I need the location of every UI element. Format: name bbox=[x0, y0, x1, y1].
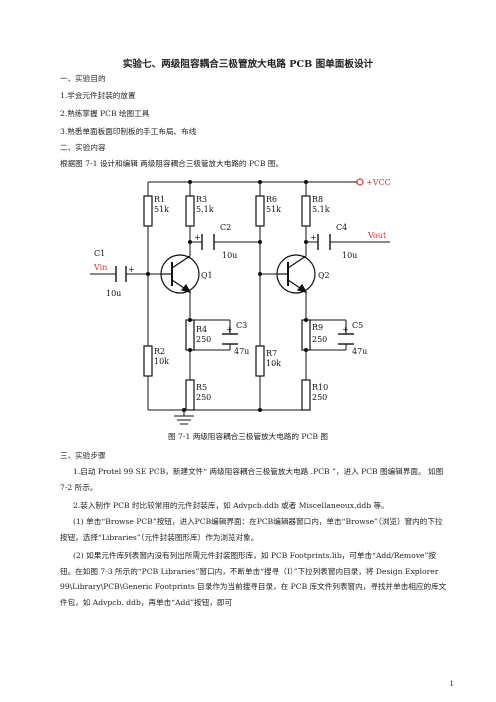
resistor-r10 bbox=[301, 379, 311, 411]
resistor-r6 bbox=[255, 195, 265, 227]
r5-value: 250 bbox=[196, 393, 211, 402]
c1-label: C1 bbox=[94, 249, 105, 258]
r8-value: 5.1k bbox=[312, 205, 330, 214]
r9-label: R9 bbox=[312, 323, 323, 332]
circuit-diagram: +VCC Vin Vout R1 51k R2 10k R3 5.1k R4 2… bbox=[90, 178, 391, 425]
r9-value: 250 bbox=[312, 335, 327, 344]
q1-label: Q1 bbox=[201, 271, 213, 280]
r2-label: R2 bbox=[154, 347, 165, 356]
step-2b-text: (2) 如果元件库列表窗内没有列出所需元件封装图形库，如 PCB Footpri… bbox=[60, 551, 447, 607]
r8-label: R8 bbox=[312, 195, 323, 204]
vcc-terminal bbox=[356, 178, 364, 186]
objective-1: 1.学会元件封装的放置 bbox=[60, 91, 136, 100]
resistor-r5 bbox=[185, 379, 195, 411]
r7-value: 10k bbox=[266, 359, 281, 368]
page-number: 1 bbox=[449, 680, 454, 688]
resistor-r4 bbox=[185, 319, 195, 351]
resistor-r9 bbox=[301, 319, 311, 351]
step-1-text: 1.启动 Protel 99 SE PCB，新建文件“ 两级阻容耦合三极管放大电… bbox=[60, 467, 444, 492]
r7-label: R7 bbox=[266, 349, 277, 358]
c1-plus-sign: + bbox=[128, 265, 135, 274]
step-2-text: 2.装入制作 PCB 时比较常用的元件封装库，如 Advpcb.ddb 或者 M… bbox=[73, 501, 389, 510]
page-title: 实验七、两级阻容耦合三极管放大电路 PCB 图单面板设计 bbox=[122, 59, 374, 70]
transistor-q2 bbox=[276, 254, 316, 294]
r4-label: R4 bbox=[196, 325, 207, 334]
c4-label: C4 bbox=[336, 223, 347, 232]
capacitor-c1 bbox=[115, 266, 127, 282]
section-heading-objectives: 一、实验目的 bbox=[60, 74, 106, 83]
c2-value: 10u bbox=[222, 251, 237, 260]
vout-label: Vout bbox=[367, 231, 387, 240]
c1-value: 10u bbox=[106, 289, 121, 298]
figure-caption: 图 7-1 两级阻容耦合三极管放大电路的 PCB 图 bbox=[168, 432, 328, 441]
r1-value: 51k bbox=[154, 205, 169, 214]
step-2a-text: (1) 单击“Browse PCB”按钮，进入PCB编辑界面：在PCB编辑器窗口… bbox=[60, 517, 443, 542]
r4-value: 250 bbox=[196, 335, 211, 344]
c3-label: C3 bbox=[236, 321, 247, 330]
capacitor-c2 bbox=[201, 234, 215, 250]
r10-value: 250 bbox=[312, 393, 327, 402]
c5-value: 47u bbox=[352, 347, 367, 356]
c2-label: C2 bbox=[220, 223, 231, 232]
r1-label: R1 bbox=[154, 195, 165, 204]
vcc-label: +VCC bbox=[366, 178, 391, 187]
resistor-r3 bbox=[185, 195, 195, 227]
c3-plus-sign: + bbox=[226, 325, 233, 334]
resistor-r7 bbox=[255, 345, 265, 377]
objective-2: 2.熟练掌握 PCB 绘图工具 bbox=[60, 109, 150, 118]
resistor-r8 bbox=[301, 195, 311, 227]
objective-3: 3.熟悉单面板面印制板的手工布局、布线 bbox=[60, 127, 197, 136]
r3-label: R3 bbox=[196, 195, 207, 204]
c3-value: 47u bbox=[234, 347, 249, 356]
content-text: 根据图 7-1 设计和编辑 两级阻容耦合三极管放大电路的 PCB 图。 bbox=[60, 159, 284, 168]
transistor-q1 bbox=[160, 254, 200, 294]
r6-value: 51k bbox=[266, 205, 281, 214]
c4-value: 10u bbox=[342, 251, 357, 260]
c4-plus-sign: + bbox=[310, 233, 317, 242]
c5-plus-sign: + bbox=[342, 325, 349, 334]
capacitor-c4 bbox=[317, 234, 331, 250]
r2-value: 10k bbox=[154, 357, 169, 366]
c5-label: C5 bbox=[352, 321, 363, 330]
r5-label: R5 bbox=[196, 383, 207, 392]
section-heading-steps: 三、实验步骤 bbox=[60, 451, 106, 460]
q2-label: Q2 bbox=[318, 271, 330, 280]
c2-plus-sign: + bbox=[194, 233, 201, 242]
r6-label: R6 bbox=[266, 195, 277, 204]
vin-label: Vin bbox=[93, 263, 107, 272]
capacitor-c3 bbox=[222, 333, 238, 345]
r3-value: 5.1k bbox=[196, 205, 214, 214]
resistor-r1 bbox=[143, 195, 153, 227]
r10-label: R10 bbox=[312, 383, 328, 392]
capacitor-c5 bbox=[338, 333, 354, 345]
resistor-r2 bbox=[143, 345, 153, 377]
section-heading-content: 二、实验内容 bbox=[60, 143, 106, 152]
